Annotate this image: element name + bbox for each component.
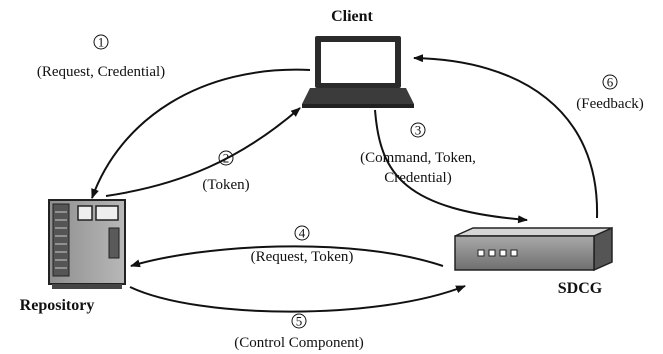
edge-6-label: (Feedback) — [576, 96, 643, 112]
edge-2-label: (Token) — [202, 177, 249, 193]
sdcg-device-icon — [454, 226, 613, 272]
step-2-circle — [218, 150, 234, 166]
step-6-circle — [602, 74, 618, 90]
edge-3-label-line2: Credential) — [384, 170, 451, 186]
repository-label: Repository — [20, 297, 95, 314]
edge-4-label: (Request, Token) — [251, 249, 354, 265]
edge-request-credential-arrow — [91, 68, 311, 199]
edge-1-label: (Request, Credential) — [37, 64, 165, 80]
step-3-number: 3 — [415, 123, 422, 138]
step-4-circle — [294, 225, 310, 241]
step-4-number: 4 — [299, 226, 306, 241]
edge-request-token-arrow — [130, 245, 444, 268]
client-label: Client — [331, 8, 373, 25]
repository-server-icon — [48, 199, 126, 289]
step-1-number: 1 — [98, 35, 105, 50]
edge-5-label: (Control Component) — [234, 335, 364, 351]
step-5-circle — [291, 313, 307, 329]
step-3-circle — [410, 122, 426, 138]
edge-control-component-arrow — [129, 285, 466, 313]
step-2-number: 2 — [223, 151, 230, 166]
step-6-number: 6 — [607, 75, 614, 90]
edge-feedback-arrow — [413, 54, 599, 219]
sdcg-label: SDCG — [558, 280, 603, 297]
step-1-circle — [93, 34, 109, 50]
edge-command-token-credential-arrow — [374, 109, 528, 224]
client-laptop-icon — [302, 36, 414, 108]
edge-token-arrow — [105, 107, 301, 197]
edge-3-label-line1: (Command, Token, — [360, 150, 476, 166]
step-5-number: 5 — [296, 314, 303, 329]
